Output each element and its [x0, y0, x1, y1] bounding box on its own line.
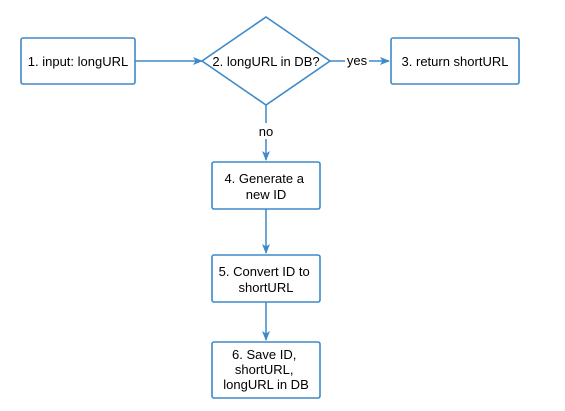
node-convert-line-1: 5. Convert ID to	[219, 264, 310, 279]
node-input-line: 1. input: longURL	[28, 54, 128, 69]
svg-text:6. Save ID, shortURL,: 6. Save ID, shortURL, longURL in DB	[223, 347, 309, 392]
yes-label: yes	[347, 53, 368, 68]
svg-text:3. return shortURL: 3. return shortURL	[402, 54, 509, 69]
node-return: 3. return shortURL	[390, 37, 520, 85]
node-check-decision: 2. longURL in DB?	[200, 16, 332, 106]
node-save-line-1: 6. Save ID,	[232, 347, 296, 362]
svg-text:5. Convert ID to shortUR: 5. Convert ID to shortURL	[219, 264, 314, 295]
node-convert-line-2: shortURL	[239, 280, 294, 295]
svg-text:4. Generate a new ID: 4. Generate a new ID	[224, 171, 307, 202]
node-generate-line-2: new ID	[246, 187, 286, 202]
node-save-line-2: shortURL,	[235, 362, 294, 377]
node-save-line-3: longURL in DB	[223, 377, 309, 392]
node-generate-line-1: 4. Generate a	[224, 171, 304, 186]
svg-text:2. longURL in DB?: 2. longURL in DB?	[212, 54, 319, 69]
svg-text:1. input: longURL: 1. input: longURL	[28, 54, 128, 69]
node-check-line: 2. longURL in DB?	[212, 54, 319, 69]
no-label: no	[259, 124, 273, 139]
node-input: 1. input: longURL	[20, 37, 136, 85]
node-generate: 4. Generate a new ID	[211, 161, 321, 210]
edge-labels: yes no	[257, 52, 369, 139]
node-return-line: 3. return shortURL	[402, 54, 509, 69]
node-save: 6. Save ID, shortURL, longURL in DB	[211, 341, 321, 399]
node-convert: 5. Convert ID to shortURL	[211, 254, 321, 303]
